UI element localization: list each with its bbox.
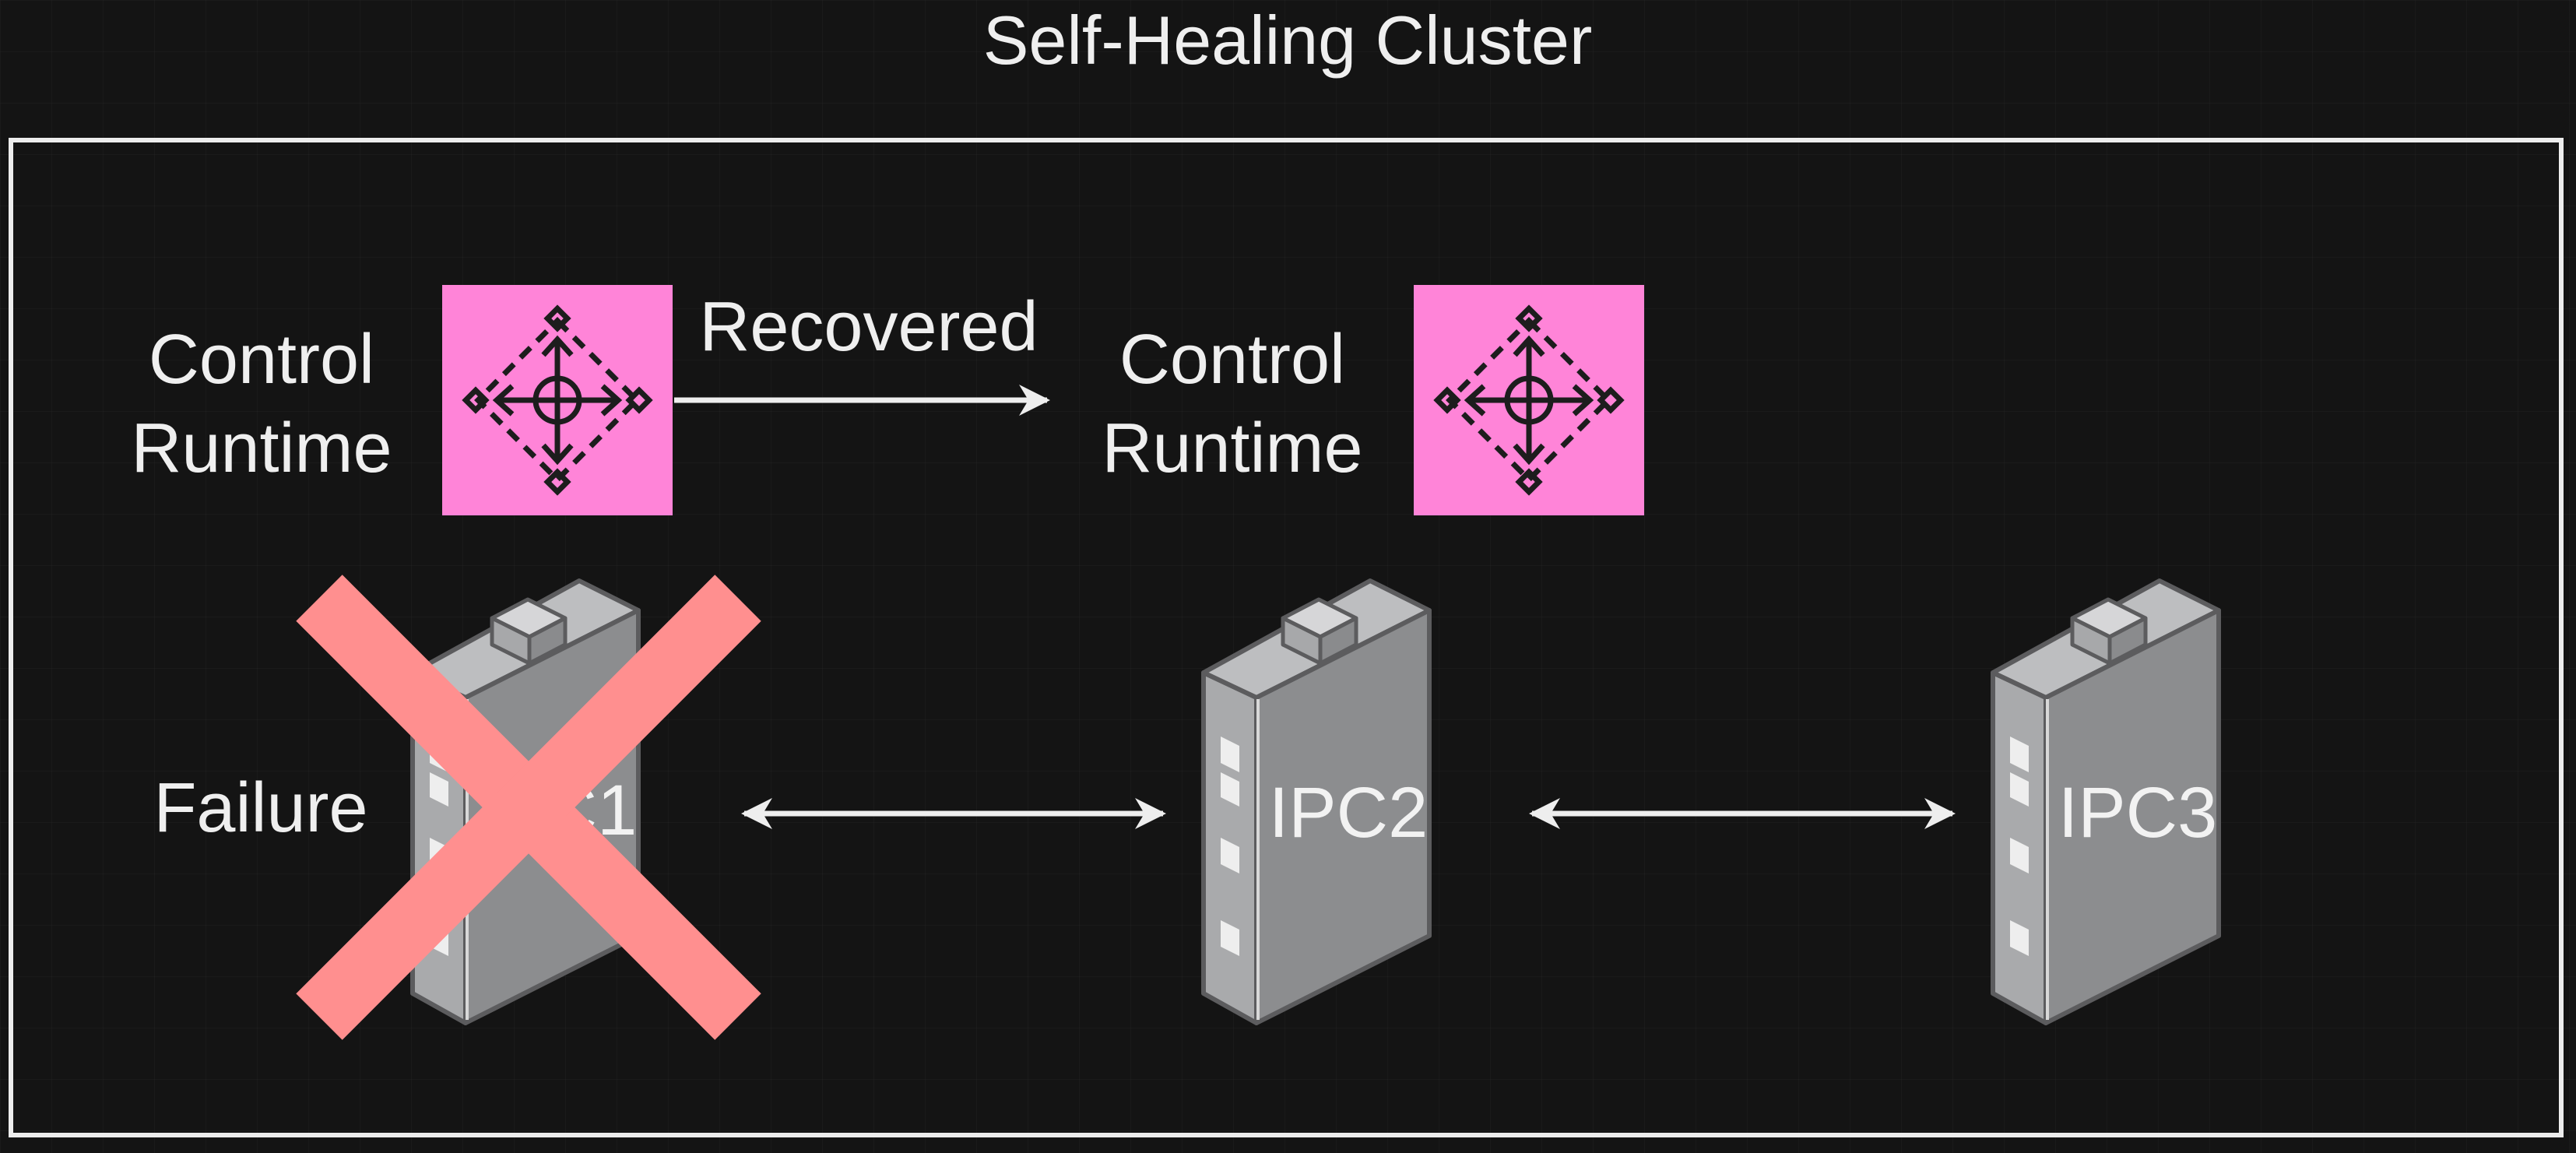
recovered-label: Recovered <box>699 288 1038 366</box>
control-runtime-left: Control Runtime <box>131 285 673 515</box>
ipc2-label: IPC2 <box>1269 773 1429 852</box>
runtime-right-label-line2: Runtime <box>1102 410 1362 487</box>
failure-label: Failure <box>153 769 367 847</box>
control-runtime-icon <box>442 285 673 515</box>
ipc3-node: IPC3 <box>1993 581 2219 1023</box>
runtime-left-label-line1: Control <box>149 321 374 399</box>
recovered-transition: Recovered <box>674 288 1050 416</box>
ipc3-label: IPC3 <box>2058 773 2218 852</box>
runtime-right-label-line1: Control <box>1119 321 1345 399</box>
ipc2-node: IPC2 <box>1204 581 1429 1023</box>
control-runtime-icon <box>1414 285 1644 515</box>
cluster-title: Self-Healing Cluster <box>983 2 1593 79</box>
runtime-left-label-line2: Runtime <box>131 410 392 487</box>
failure-x-icon <box>296 575 761 1040</box>
cluster-boundary <box>9 138 2564 1137</box>
control-runtime-right: Control Runtime <box>1102 285 1644 515</box>
